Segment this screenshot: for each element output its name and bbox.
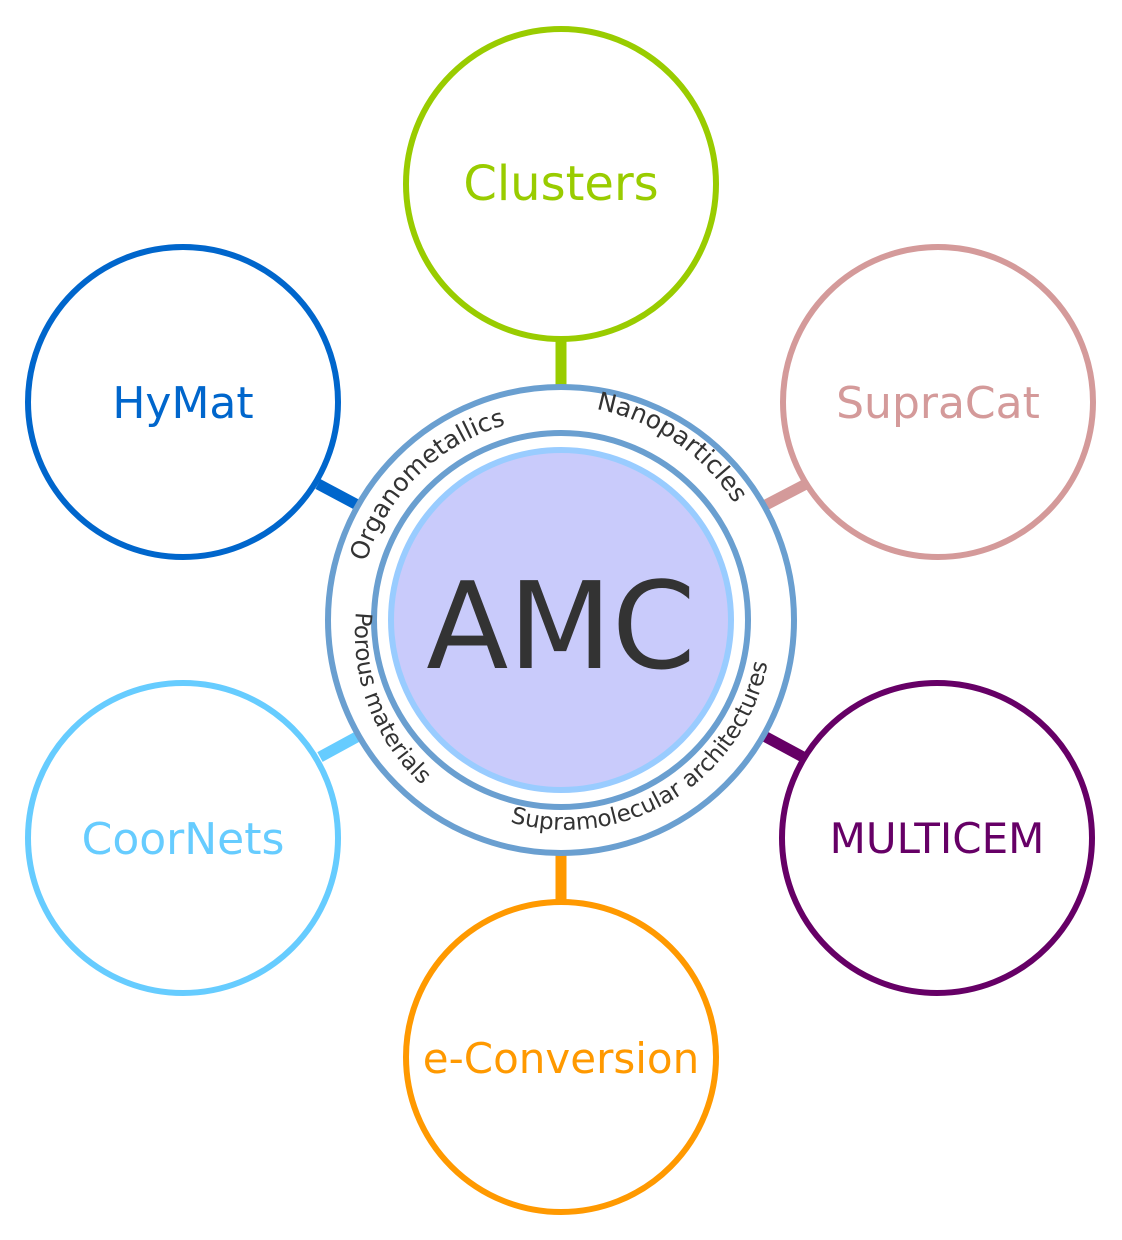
satellite-hymat: HyMat: [25, 244, 341, 560]
econversion-circle: [403, 899, 719, 1215]
clusters-label: Clusters: [463, 156, 658, 212]
coornets-label: CoorNets: [82, 814, 285, 865]
supracat-label: SupraCat: [836, 378, 1040, 429]
satellite-multicem: MULTICEM: [779, 680, 1095, 996]
satellite-supracat: SupraCat: [780, 244, 1096, 560]
coornets-circle: [25, 680, 341, 996]
econversion-label: e-Conversion: [423, 1034, 699, 1083]
multicem-circle: [779, 680, 1095, 996]
hub-title: AMC: [426, 558, 695, 697]
hub-core: [388, 447, 734, 793]
hymat-label: HyMat: [112, 378, 253, 429]
satellite-econversion: e-Conversion: [403, 899, 719, 1215]
clusters-circle: [403, 26, 719, 342]
supracat-circle: [780, 244, 1096, 560]
center-hub: AMC: [325, 384, 797, 856]
multicem-label: MULTICEM: [830, 814, 1045, 863]
satellite-clusters: Clusters: [403, 26, 719, 342]
satellite-coornets: CoorNets: [25, 680, 341, 996]
hymat-circle: [25, 244, 341, 560]
